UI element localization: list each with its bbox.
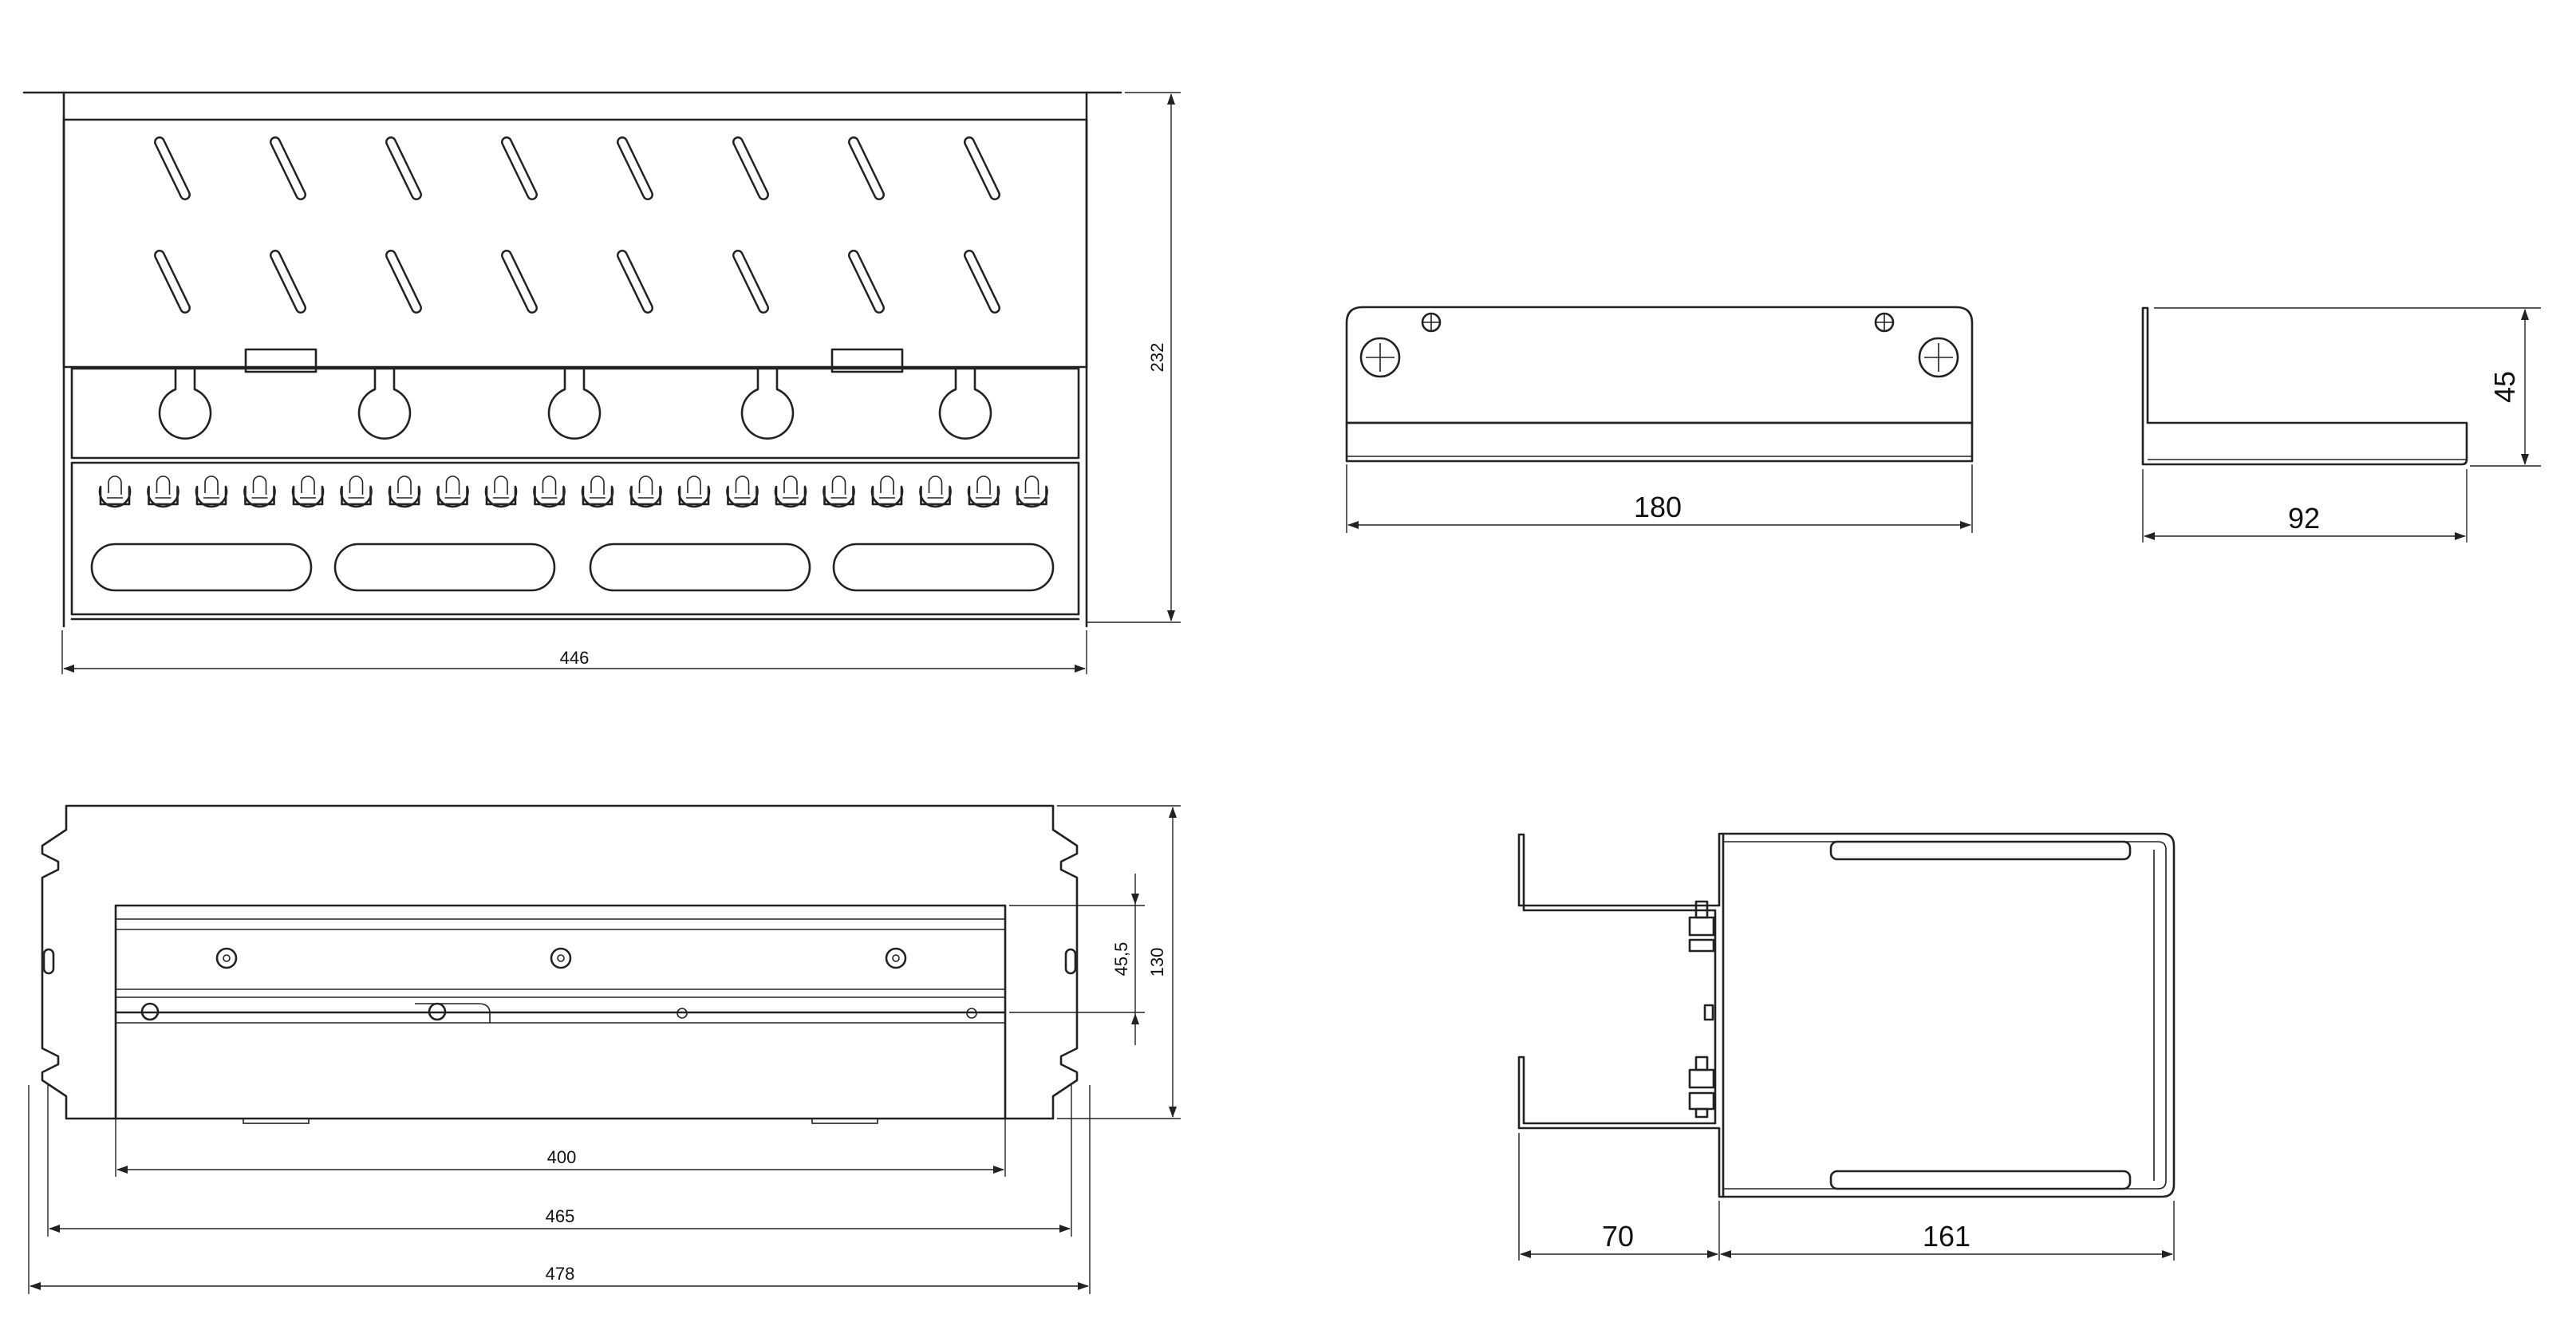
view-side [1517,832,2176,1198]
vent-slot [964,136,1000,200]
cable-clip [870,476,904,508]
keyhole [158,367,212,440]
view-front-panel [41,804,1079,1124]
dim-180: 180 [1346,464,1973,533]
vent-slot [964,250,1000,314]
keyhole [740,367,795,440]
vent-slot [270,250,306,314]
cable-clip [195,476,228,508]
vent-slot [732,136,769,200]
cable-clip [1016,476,1048,508]
cable-clip [291,476,325,508]
keyhole [938,367,992,440]
dim-161: 161 [1720,1201,2175,1261]
keyhole [547,367,602,440]
dim-446: 446 [61,630,1087,674]
vent-slot [501,250,538,314]
vent-slot [848,250,885,314]
cable-clip [243,476,276,508]
dim-45-5: 45,5 [1009,874,1145,1045]
dim-92: 92 [2142,469,2468,543]
cable-clips [98,476,1048,508]
dim-label-45: 45 [2488,371,2521,403]
dim-label-45-5: 45,5 [1111,942,1131,977]
cable-clip [340,476,373,508]
vent-slot [848,136,885,200]
vent-slot [385,250,422,314]
dim-465: 465 [47,1085,1072,1237]
vent-slot [385,136,422,200]
vent-slots [154,136,1000,314]
view-bracket-front [1345,306,1974,463]
dim-400: 400 [115,1025,1006,1177]
cable-clip [436,476,469,508]
dim-label-180: 180 [1634,491,1682,523]
cable-clip [484,476,518,508]
dim-478: 478 [28,1085,1091,1294]
dim-label-161: 161 [1923,1220,1970,1253]
view-shelf-top [22,91,1122,628]
dim-label-130: 130 [1147,948,1167,977]
cable-clip [823,476,855,508]
keyhole-holes [158,367,992,440]
cable-clip [629,476,662,508]
dim-130: 130 [1057,805,1181,1119]
dim-label-446: 446 [560,648,590,668]
cable-clip [581,476,614,508]
cable-clip [533,476,566,508]
dim-label-232: 232 [1147,343,1167,373]
dim-label-478: 478 [546,1264,575,1284]
dim-label-92: 92 [2288,502,2320,535]
vent-slot [617,250,653,314]
cable-clip [388,476,421,508]
cable-clip [98,476,132,508]
dim-label-400: 400 [547,1147,577,1167]
vent-slot [617,136,653,200]
dim-label-70: 70 [1602,1220,1634,1253]
dim-70: 70 [1518,1133,1720,1261]
cable-clip [967,476,1000,508]
cable-clip [677,476,711,508]
cable-clip [774,476,807,508]
cable-clip [919,476,952,508]
dim-45: 45 [2154,307,2541,467]
vent-slot [270,136,306,200]
keyhole [357,367,412,440]
cable-clip [147,476,179,508]
vent-slot [501,136,538,200]
vent-slot [732,250,769,314]
dim-label-465: 465 [546,1206,575,1226]
cable-clip [726,476,759,508]
dim-232: 232 [1087,92,1181,623]
vent-slot [154,136,191,200]
vent-slot [154,250,191,314]
view-bracket-side [2141,306,2468,466]
